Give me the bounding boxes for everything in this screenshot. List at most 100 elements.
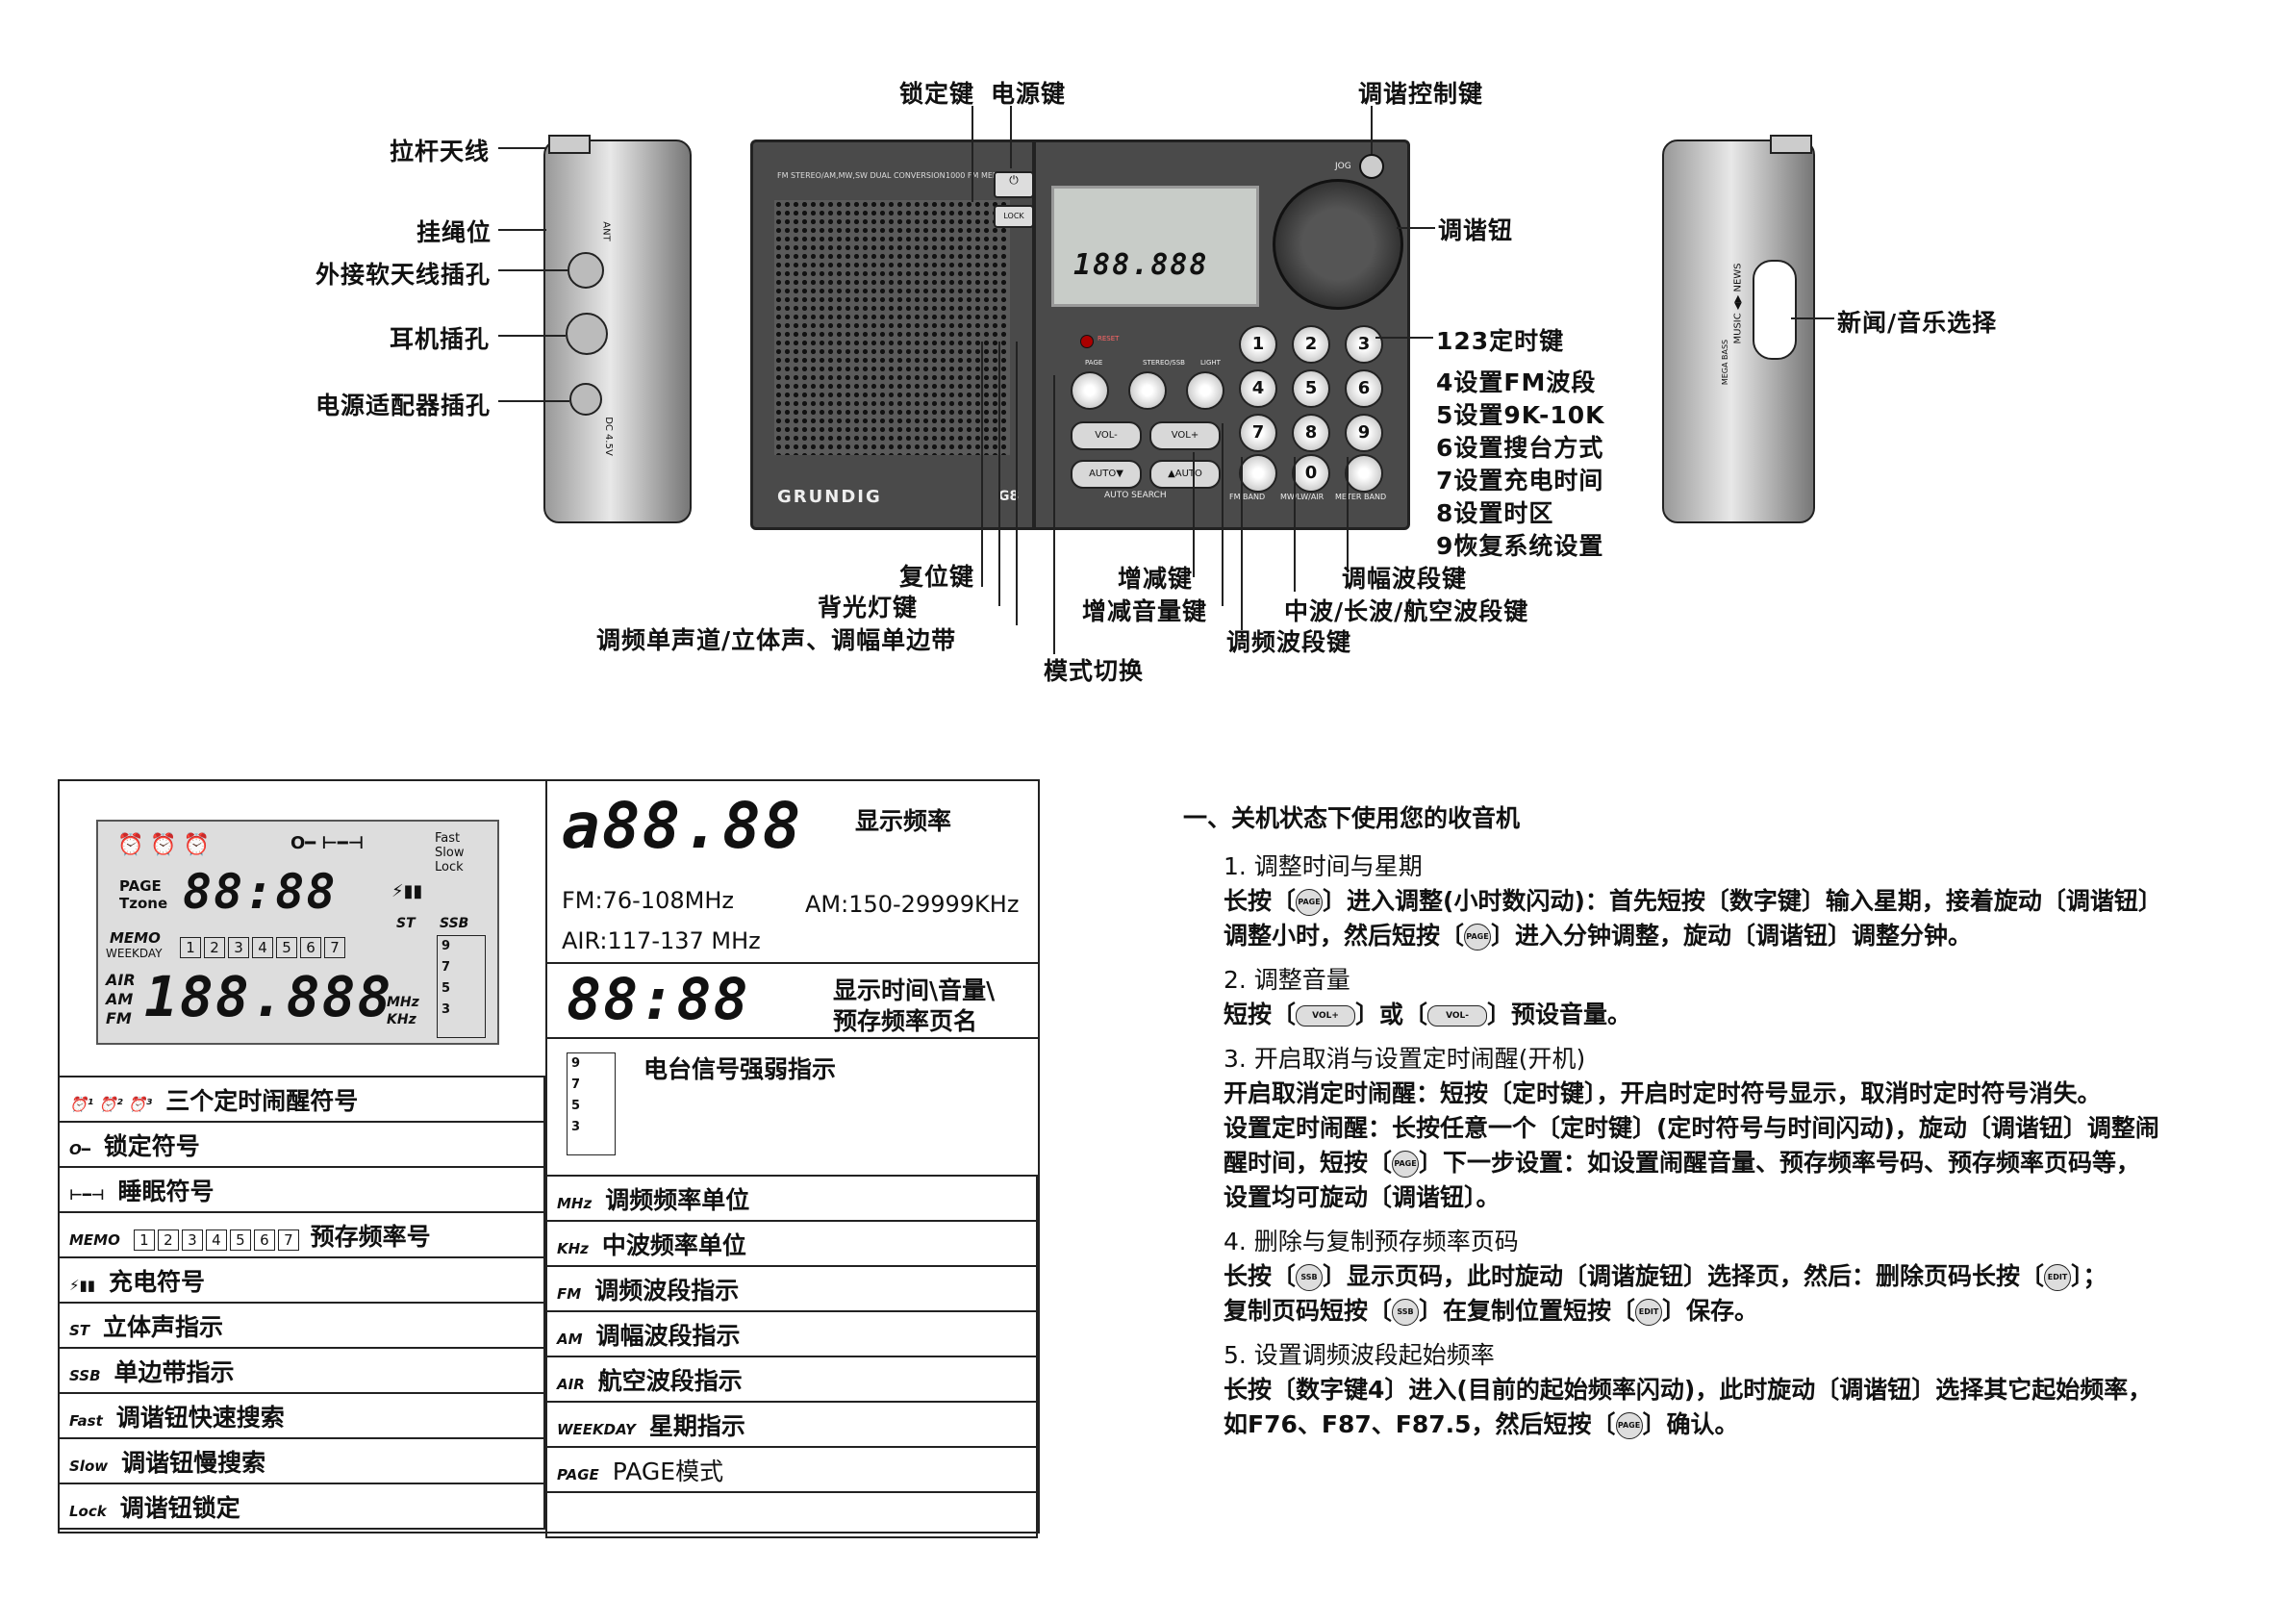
speaker-grille — [774, 200, 1010, 455]
label-reset-key: 复位键 — [899, 563, 975, 591]
light-text: LIGHT — [1200, 359, 1221, 367]
lcd-time: 88:88 — [183, 864, 338, 920]
s5-title: 5. 设置调频波段起始频率 — [1224, 1341, 1495, 1369]
am-range: AM:150-29999KHz — [805, 891, 1020, 918]
freq-title: 显示频率 — [855, 807, 952, 835]
lcd-page: PAGE — [119, 877, 162, 895]
time-title-2: 预存频率页名 — [833, 1007, 978, 1035]
memory-text: 1000 FM MEMORY — [946, 171, 1016, 180]
fm-band-button[interactable] — [1239, 454, 1277, 493]
lcd-weekday: WEEKDAY — [106, 947, 163, 960]
key-8[interactable]: 8 — [1292, 414, 1330, 452]
sleep-icon: ⊢━⊣ — [69, 1185, 105, 1204]
meter-band-button[interactable] — [1345, 454, 1383, 493]
key-0[interactable]: 0 — [1292, 454, 1330, 493]
jog-button[interactable] — [1359, 154, 1384, 179]
earphone-jack — [566, 313, 608, 355]
instr-title: 一、关机状态下使用您的收音机 — [1183, 804, 1521, 832]
lcd-mhz: MHz — [387, 995, 419, 1010]
adapter-jack — [569, 383, 602, 416]
lcd-air: AIR — [106, 971, 136, 989]
label-light-key: 背光灯键 — [818, 594, 919, 621]
label-vol-key: 增减音量键 — [1082, 597, 1208, 625]
news-music-switch[interactable] — [1753, 260, 1797, 360]
lcd-lock: Lock — [435, 860, 464, 875]
time-digits: 88:88 — [567, 966, 750, 1033]
air-range: AIR:117-137 MHz — [562, 927, 761, 954]
label-k9: 9恢复系统设置 — [1436, 532, 1604, 560]
lcd-tzone: Tzone — [119, 895, 168, 912]
lock-icon: O━ ⊢━⊣ — [290, 833, 365, 853]
s4-title: 4. 删除与复制预存频率页码 — [1224, 1228, 1519, 1255]
label-k4: 4设置FM波段 — [1436, 368, 1597, 396]
edit-key-icon: EDIT — [2044, 1264, 2072, 1291]
lcd-khz: KHz — [387, 1012, 416, 1027]
device-lcd-freq: 188.888 — [1073, 248, 1209, 282]
edit-key-icon: EDIT — [1635, 1299, 1663, 1326]
label-adapter: 电源适配器插孔 — [315, 392, 492, 419]
auto-up-button[interactable]: ▲AUTO — [1149, 460, 1221, 489]
top-strip: FM STEREO/AM,MW,SW DUAL CONVERSION — [777, 171, 946, 180]
side-mega-text: MEGA BASS — [1721, 339, 1730, 386]
key-9[interactable]: 9 — [1345, 414, 1383, 452]
vol-plus-button[interactable]: VOL+ — [1149, 421, 1221, 450]
label-stereo-key: 调频单声道/立体声、调幅单边带 — [596, 626, 957, 654]
reset-text: RESET — [1098, 335, 1120, 342]
label-k123: 123定时键 — [1436, 327, 1565, 355]
page-key-icon: PAGE — [1615, 1412, 1643, 1439]
lcd-st: ST — [396, 916, 416, 931]
label-incdec-key: 增减键 — [1118, 565, 1194, 593]
key-4[interactable]: 4 — [1239, 369, 1277, 408]
jog-text: JOG — [1335, 162, 1351, 171]
key-2[interactable]: 2 — [1292, 325, 1330, 364]
alarm-icons: ⏰¹ ⏰² ⏰³ — [69, 1095, 153, 1113]
label-k5: 5设置9K-10K — [1436, 401, 1605, 429]
label-tune-knob: 调谐钮 — [1438, 216, 1514, 244]
label-antenna: 拉杆天线 — [390, 138, 491, 165]
signal-title: 电台信号强弱指示 — [643, 1055, 837, 1083]
ssb-key-icon: SSB — [1392, 1299, 1420, 1326]
brand: GRUNDIG — [777, 487, 882, 507]
s2-title: 2. 调整音量 — [1224, 966, 1350, 994]
label-earphone: 耳机插孔 — [390, 325, 491, 353]
label-k7: 7设置充电时间 — [1436, 467, 1604, 494]
page-key-icon: PAGE — [1392, 1151, 1420, 1178]
key-5[interactable]: 5 — [1292, 369, 1330, 408]
lcd-fm: FM — [106, 1009, 132, 1027]
key-6[interactable]: 6 — [1345, 369, 1383, 408]
radio-front: FM STEREO/AM,MW,SW DUAL CONVERSION 1000 … — [750, 139, 1410, 530]
device-lcd: 188.888 — [1051, 186, 1259, 307]
antenna-tip — [548, 135, 591, 154]
lock-button[interactable]: LOCK — [994, 205, 1034, 228]
vol-minus-button[interactable]: VOL- — [1071, 421, 1142, 450]
page-key-icon: PAGE — [1296, 889, 1324, 916]
key-7[interactable]: 7 — [1239, 414, 1277, 452]
label-lock-key: 锁定键 — [899, 80, 975, 108]
auto-down-button[interactable]: AUTO▼ — [1071, 460, 1142, 489]
stereo-ssb-button[interactable] — [1128, 371, 1167, 410]
page-key-icon: PAGE — [1464, 924, 1492, 951]
model: G8 — [998, 489, 1020, 504]
tuning-knob[interactable] — [1273, 179, 1403, 310]
label-tune-ctrl: 调谐控制键 — [1358, 80, 1484, 108]
reset-button[interactable] — [1080, 335, 1094, 348]
fm-band-text: FM BAND — [1229, 493, 1266, 501]
light-edit-button[interactable] — [1186, 371, 1224, 410]
freq-digits: a88.88 — [562, 789, 803, 863]
key-1[interactable]: 1 — [1239, 325, 1277, 364]
label-mwlw-key: 中波/长波/航空波段键 — [1284, 597, 1529, 625]
charge-icon: ⚡▮▮ — [69, 1276, 96, 1294]
side-news-text: MUSIC ◀▶ NEWS — [1732, 263, 1744, 344]
fm-range: FM:76-108MHz — [562, 887, 734, 914]
page-button[interactable] — [1071, 371, 1109, 410]
power-button[interactable]: ⏻ — [994, 171, 1034, 198]
lcd-am: AM — [106, 990, 134, 1008]
meter-band-text: METER BAND — [1335, 493, 1387, 501]
side-dc-text: DC 4.5V — [602, 417, 614, 456]
key-3[interactable]: 3 — [1345, 325, 1383, 364]
lcd-freq: 188.888 — [144, 964, 393, 1029]
label-k6: 6设置搜台方式 — [1436, 434, 1604, 462]
